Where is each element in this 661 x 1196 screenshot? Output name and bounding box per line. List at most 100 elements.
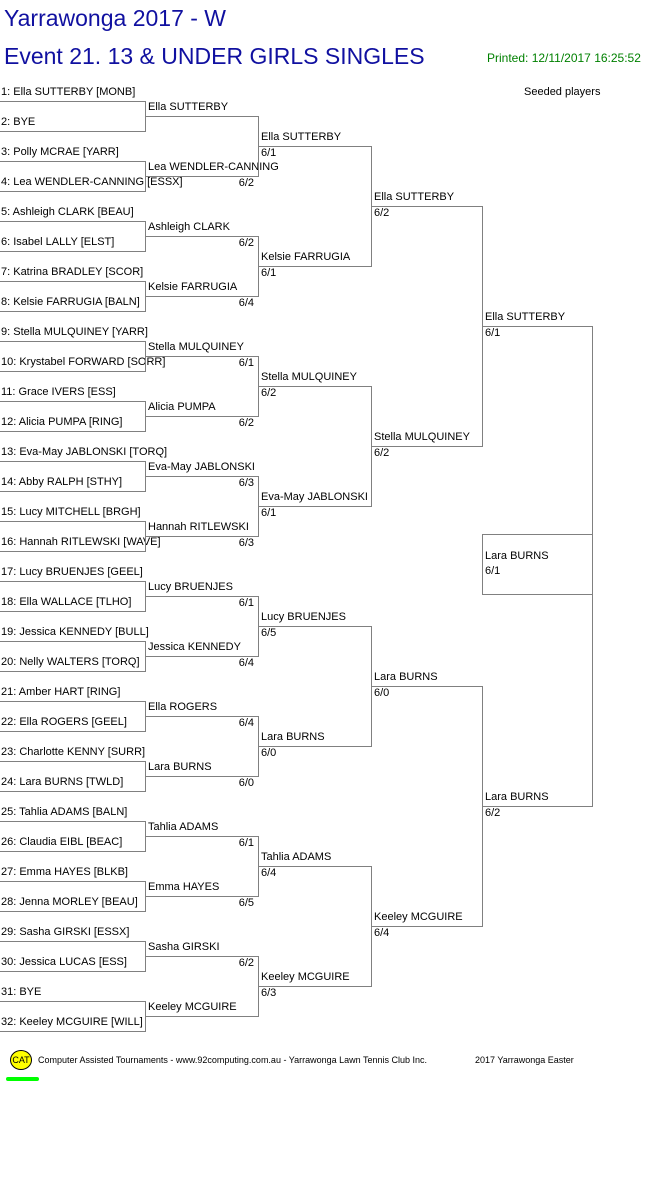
- bracket-line: [0, 641, 145, 642]
- bracket-line: [371, 686, 482, 687]
- player-name[interactable]: 25: Tahlia ADAMS [BALN]: [1, 806, 128, 818]
- player-name[interactable]: 27: Emma HAYES [BLKB]: [1, 866, 128, 878]
- player-name[interactable]: 15: Lucy MITCHELL [BRGH]: [1, 506, 141, 518]
- match-score: 6/4: [238, 297, 254, 309]
- winner-name: Lea WENDLER-CANNING: [148, 161, 279, 173]
- bracket-line: [145, 536, 258, 537]
- match-score: 6/4: [238, 657, 254, 669]
- player-name[interactable]: 11: Grace IVERS [ESS]: [1, 386, 116, 398]
- match-score: 6/1: [261, 507, 277, 519]
- bracket-line: [258, 146, 371, 147]
- match-score: 6/1: [238, 597, 254, 609]
- match-score: 6/2: [261, 387, 277, 399]
- winner-name: Ella SUTTERBY: [261, 131, 342, 143]
- player-name[interactable]: 7: Katrina BRADLEY [SCOR]: [1, 266, 144, 278]
- match-score: 6/2: [238, 417, 254, 429]
- bracket-line: [0, 1001, 145, 1002]
- player-name[interactable]: 10: Krystabel FORWARD [SORR]: [1, 356, 166, 368]
- match-score: 6/5: [261, 627, 277, 639]
- bracket-line: [0, 881, 145, 882]
- player-name[interactable]: 5: Ashleigh CLARK [BEAU]: [1, 206, 134, 218]
- player-name[interactable]: 30: Jessica LUCAS [ESS]: [1, 956, 127, 968]
- bracket-line: [258, 746, 371, 747]
- winner-name: Keeley MCGUIRE: [374, 911, 463, 923]
- winner-name: Eva-May JABLONSKI: [148, 461, 255, 473]
- bracket-line: [145, 296, 258, 297]
- bracket-line: [0, 401, 145, 402]
- winner-name: Eva-May JABLONSKI: [261, 491, 368, 503]
- winner-name: Kelsie FARRUGIA: [148, 281, 238, 293]
- match-score: 6/3: [238, 477, 254, 489]
- champion-name: Lara BURNS: [485, 550, 549, 562]
- player-name[interactable]: 18: Ella WALLACE [TLHO]: [1, 596, 132, 608]
- logo-underline: [6, 1077, 39, 1081]
- bracket-line: [0, 491, 145, 492]
- player-name[interactable]: 16: Hannah RITLEWSKI [WAVE]: [1, 536, 161, 548]
- player-name[interactable]: 1: Ella SUTTERBY [MONB]: [1, 86, 136, 98]
- match-score: 6/0: [238, 777, 254, 789]
- bracket-line: [145, 776, 258, 777]
- player-name[interactable]: 31: BYE: [1, 986, 42, 998]
- match-score: 6/1: [485, 327, 501, 339]
- bracket-line: [145, 956, 258, 957]
- winner-name: Stella MULQUINEY: [148, 341, 244, 353]
- bracket-line: [258, 386, 371, 387]
- player-name[interactable]: 26: Claudia EIBL [BEAC]: [1, 836, 123, 848]
- bracket-line: [0, 191, 145, 192]
- logo-text: CAT: [12, 1055, 30, 1065]
- event-title: Event 21. 13 & UNDER GIRLS SINGLES: [4, 43, 425, 69]
- bracket-line: [145, 476, 258, 477]
- bracket-line: [0, 791, 145, 792]
- player-name[interactable]: 20: Nelly WALTERS [TORQ]: [1, 656, 140, 668]
- player-name[interactable]: 32: Keeley MCGUIRE [WILL]: [1, 1016, 143, 1028]
- winner-name: Lara BURNS: [261, 731, 325, 743]
- player-name[interactable]: 8: Kelsie FARRUGIA [BALN]: [1, 296, 140, 308]
- bracket-line: [482, 594, 593, 595]
- match-score: 6/0: [374, 687, 390, 699]
- bracket-line: [0, 461, 145, 462]
- player-name[interactable]: 9: Stella MULQUINEY [YARR]: [1, 326, 148, 338]
- match-score: 6/0: [261, 747, 277, 759]
- player-name[interactable]: 2: BYE: [1, 116, 36, 128]
- bracket-line: [258, 266, 371, 267]
- winner-name: Lara BURNS: [485, 791, 549, 803]
- match-score: 6/4: [238, 717, 254, 729]
- bracket-line: [0, 761, 145, 762]
- player-name[interactable]: 14: Abby RALPH [STHY]: [1, 476, 123, 488]
- winner-name: Ella SUTTERBY: [148, 101, 229, 113]
- match-score: 6/2: [238, 957, 254, 969]
- player-name[interactable]: 24: Lara BURNS [TWLD]: [1, 776, 124, 788]
- bracket-line: [482, 534, 592, 535]
- bracket-line: [258, 506, 371, 507]
- bracket-line: [145, 836, 258, 837]
- player-name[interactable]: 4: Lea WENDLER-CANNING [ESSX]: [1, 176, 183, 188]
- winner-name: Keeley MCGUIRE: [261, 971, 350, 983]
- bracket-line: [482, 806, 592, 807]
- match-score: 6/2: [374, 447, 390, 459]
- player-name[interactable]: 28: Jenna MORLEY [BEAU]: [1, 896, 138, 908]
- bracket-line: [145, 356, 258, 357]
- player-name[interactable]: 17: Lucy BRUENJES [GEEL]: [1, 566, 143, 578]
- bracket-line: [0, 281, 145, 282]
- winner-name: Emma HAYES: [148, 881, 220, 893]
- bracket-line: [0, 731, 145, 732]
- player-name[interactable]: 22: Ella ROGERS [GEEL]: [1, 716, 127, 728]
- player-name[interactable]: 21: Amber HART [RING]: [1, 686, 121, 698]
- player-name[interactable]: 6: Isabel LALLY [ELST]: [1, 236, 115, 248]
- winner-name: Keeley MCGUIRE: [148, 1001, 237, 1013]
- bracket-line: [0, 251, 145, 252]
- player-name[interactable]: 29: Sasha GIRSKI [ESSX]: [1, 926, 130, 938]
- winner-name: Ella SUTTERBY: [374, 191, 455, 203]
- winner-name: Alicia PUMPA: [148, 401, 216, 413]
- bracket-line: [145, 596, 258, 597]
- player-name[interactable]: 3: Polly MCRAE [YARR]: [1, 146, 119, 158]
- bracket-line: [0, 671, 145, 672]
- player-name[interactable]: 23: Charlotte KENNY [SURR]: [1, 746, 146, 758]
- bracket-line: [371, 926, 482, 927]
- player-name[interactable]: 12: Alicia PUMPA [RING]: [1, 416, 123, 428]
- player-name[interactable]: 13: Eva-May JABLONSKI [TORQ]: [1, 446, 168, 458]
- seeded-players-label: Seeded players: [524, 86, 601, 98]
- player-name[interactable]: 19: Jessica KENNEDY [BULL]: [1, 626, 149, 638]
- winner-name: Ella SUTTERBY: [485, 311, 566, 323]
- bracket-line: [258, 866, 371, 867]
